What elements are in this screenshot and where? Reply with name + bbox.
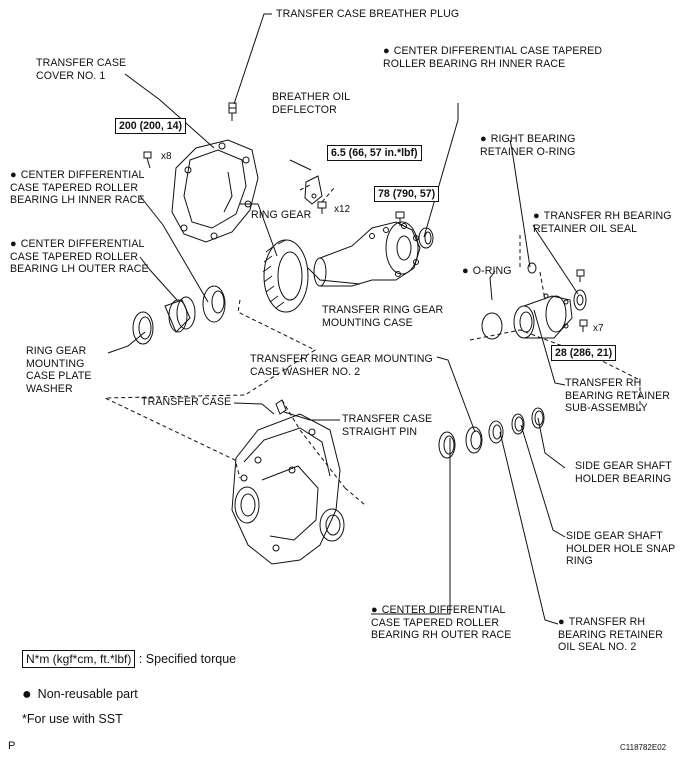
label-transfer-case: TRANSFER CASE bbox=[141, 396, 232, 408]
count-x8: x8 bbox=[161, 151, 172, 162]
label-lh-outer-race: CENTER DIFFERENTIAL CASE TAPERED ROLLER … bbox=[10, 238, 149, 276]
label-rh-inner-race: CENTER DIFFERENTIAL CASE TAPERED ROLLER … bbox=[383, 45, 602, 70]
legend-non-reusable-text: Non-reusable part bbox=[37, 687, 138, 701]
torque-78: 78 (790, 57) bbox=[374, 186, 440, 202]
label-side-gear-bearing: SIDE GEAR SHAFT HOLDER BEARING bbox=[575, 460, 672, 485]
non-reusable-dot-icon: ● bbox=[22, 686, 32, 703]
label-breather-plug: TRANSFER CASE BREATHER PLUG bbox=[276, 8, 460, 20]
label-transfer-case-cover-no1: TRANSFER CASE COVER NO. 1 bbox=[36, 57, 127, 82]
label-snap-ring: SIDE GEAR SHAFT HOLDER HOLE SNAP RING bbox=[566, 530, 676, 567]
label-plate-washer: RING GEAR MOUNTING CASE PLATE WASHER bbox=[26, 345, 92, 395]
label-lh-inner-race: CENTER DIFFERENTIAL CASE TAPERED ROLLER … bbox=[10, 169, 145, 207]
count-x7: x7 bbox=[593, 323, 604, 334]
label-rh-bearing-retainer-sub: TRANSFER RH BEARING RETAINER SUB-ASSEMBL… bbox=[565, 377, 671, 414]
label-oil-seal-no2: TRANSFER RH BEARING RETAINER OIL SEAL NO… bbox=[558, 616, 663, 654]
label-rh-bearing-retainer-oil-seal: TRANSFER RH BEARING RETAINER OIL SEAL bbox=[533, 210, 672, 235]
torque-6-5: 6.5 (66, 57 in.*lbf) bbox=[327, 145, 422, 161]
label-oring: O-RING bbox=[462, 265, 512, 278]
legend-non-reusable: ● Non-reusable part bbox=[22, 685, 138, 703]
label-straight-pin: TRANSFER CASE STRAIGHT PIN bbox=[342, 413, 433, 438]
label-rh-outer-race: CENTER DIFFERENTIAL CASE TAPERED ROLLER … bbox=[371, 604, 511, 642]
legend-sst-note: *For use with SST bbox=[22, 712, 123, 726]
legend-torque-desc: : Specified torque bbox=[138, 652, 237, 666]
label-ring-gear-mounting-case: TRANSFER RING GEAR MOUNTING CASE bbox=[322, 304, 444, 329]
label-right-bearing-retainer-oring: RIGHT BEARING RETAINER O-RING bbox=[480, 133, 575, 158]
label-ring-gear: RING GEAR bbox=[251, 209, 312, 221]
legend-torque-unit-box: N*m (kgf*cm, ft.*lbf) bbox=[22, 650, 136, 668]
page-letter: P bbox=[8, 740, 16, 752]
torque-28: 28 (286, 21) bbox=[551, 345, 617, 361]
figure-code: C118782E02 bbox=[620, 743, 667, 752]
torque-200: 200 (200, 14) bbox=[115, 118, 187, 134]
label-washer-no2: TRANSFER RING GEAR MOUNTING CASE WASHER … bbox=[250, 353, 433, 378]
label-breather-oil-deflector: BREATHER OIL DEFLECTOR bbox=[272, 91, 351, 116]
count-x12: x12 bbox=[334, 204, 351, 215]
legend-torque: N*m (kgf*cm, ft.*lbf) : Specified torque bbox=[22, 650, 237, 668]
